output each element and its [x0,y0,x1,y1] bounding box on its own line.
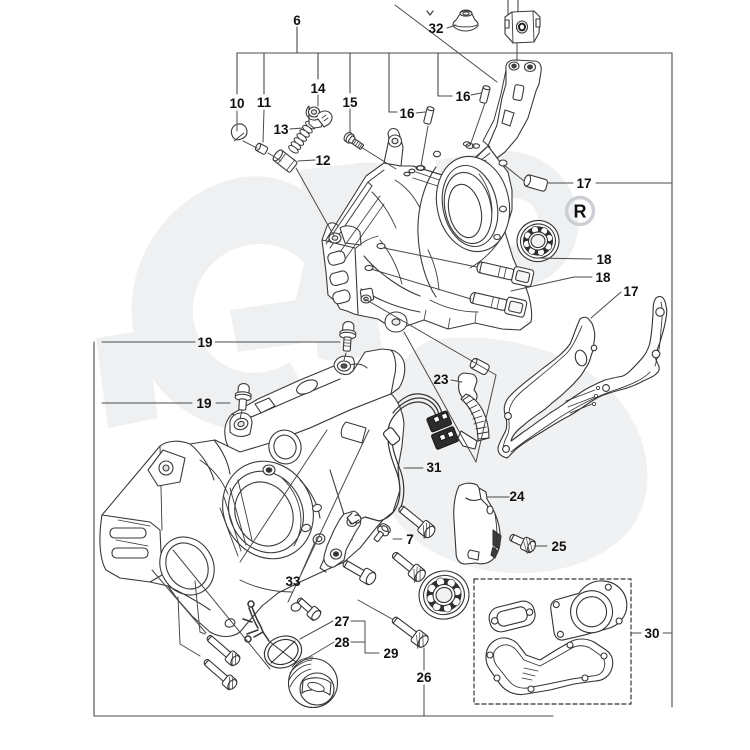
svg-text:6: 6 [293,13,301,28]
svg-text:30: 30 [644,626,659,641]
svg-text:11: 11 [257,95,272,110]
svg-text:25: 25 [551,539,567,554]
svg-text:7: 7 [406,532,414,547]
svg-text:18: 18 [596,252,612,267]
svg-text:28: 28 [334,635,350,650]
svg-text:31: 31 [426,460,442,475]
svg-text:16: 16 [455,89,471,104]
svg-text:24: 24 [509,489,525,504]
svg-text:13: 13 [273,122,289,137]
svg-text:23: 23 [433,372,449,387]
svg-text:27: 27 [334,614,349,629]
svg-text:19: 19 [197,335,212,350]
svg-text:17: 17 [576,176,591,191]
svg-text:14: 14 [310,81,326,96]
svg-text:26: 26 [416,670,432,685]
svg-text:32: 32 [428,21,443,36]
svg-text:12: 12 [315,153,330,168]
svg-text:29: 29 [383,646,398,661]
svg-text:18: 18 [595,270,611,285]
svg-text:10: 10 [229,96,244,111]
svg-text:R: R [574,202,587,222]
svg-text:17: 17 [623,284,638,299]
svg-text:16: 16 [399,106,415,121]
svg-text:19: 19 [196,396,211,411]
svg-text:15: 15 [342,95,358,110]
svg-text:33: 33 [285,574,301,589]
